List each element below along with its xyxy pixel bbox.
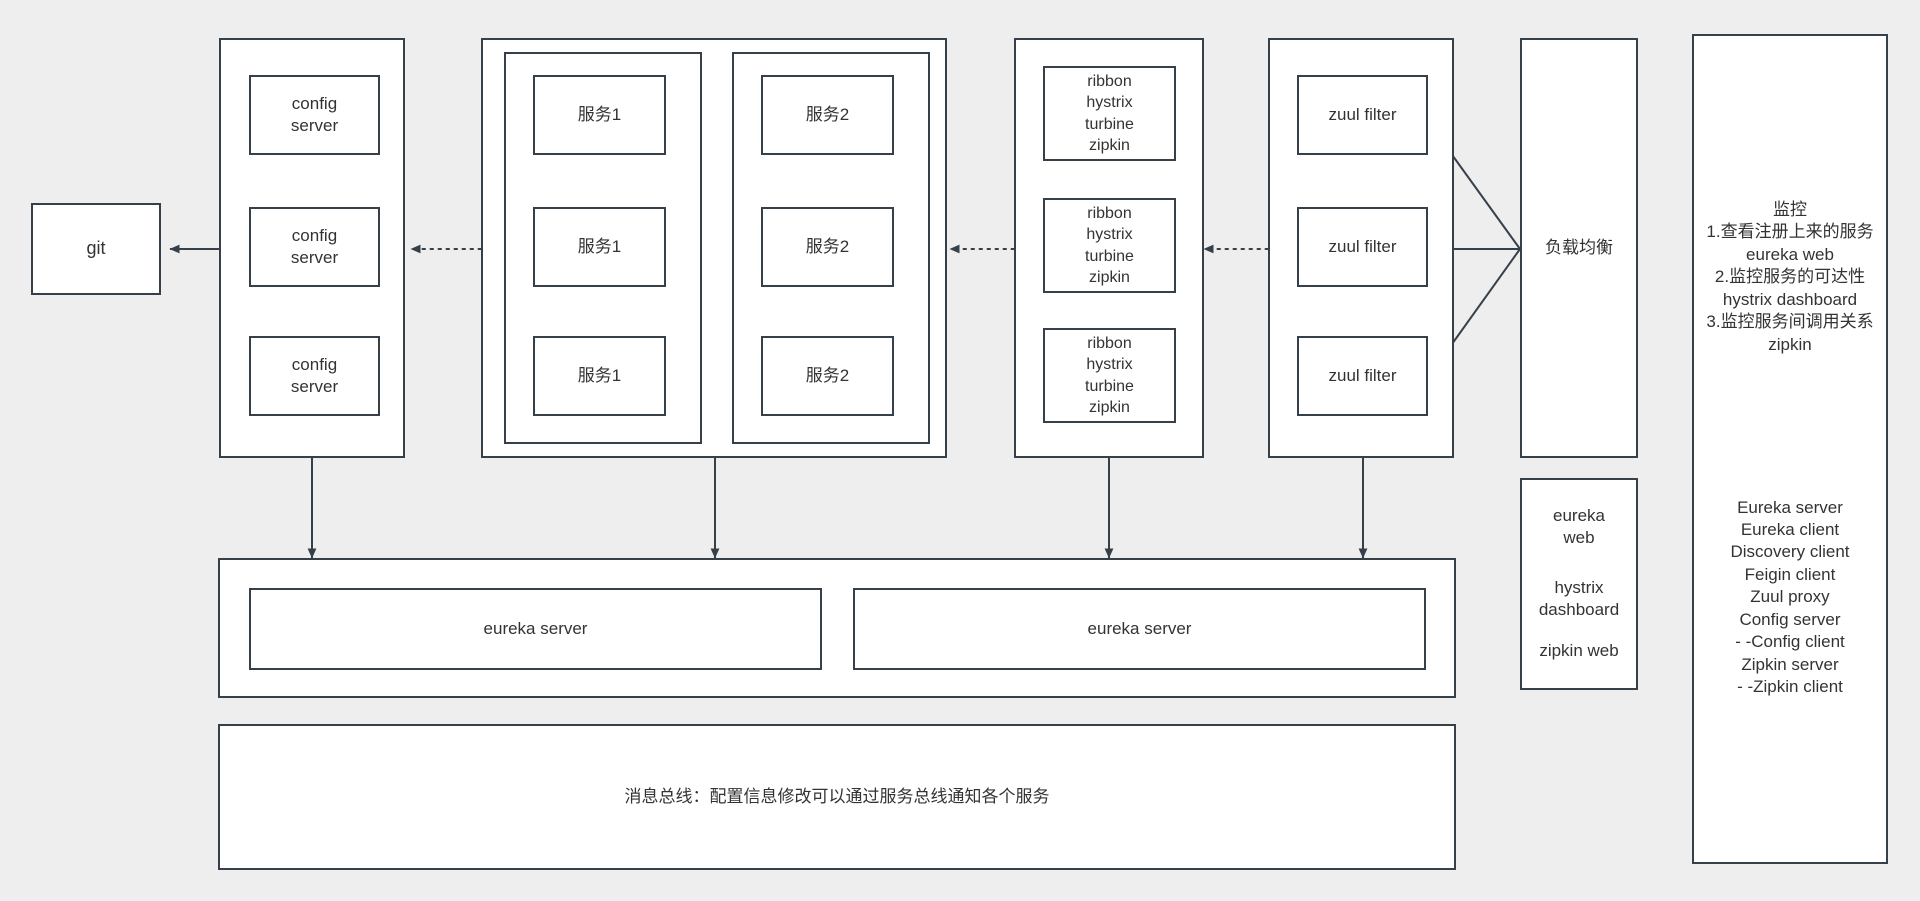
eureka-web-label[interactable]: eureka web [1553, 505, 1605, 547]
service-1-node[interactable]: 服务1 [533, 75, 666, 155]
eureka-server-node[interactable]: eureka server [249, 588, 822, 670]
ribbon-stack-node[interactable]: ribbon hystrix turbine zipkin [1043, 198, 1176, 293]
web-consoles-panel [1520, 478, 1638, 690]
zuul-filter-node[interactable]: zuul filter [1297, 207, 1428, 287]
load-balancer-node[interactable]: 负载均衡 [1520, 38, 1638, 458]
git-node[interactable]: git [31, 203, 161, 295]
message-bus-node[interactable]: 消息总线：配置信息修改可以通过服务总线通知各个服务 [218, 724, 1456, 870]
service-2-node[interactable]: 服务2 [761, 207, 894, 287]
service-1-node[interactable]: 服务1 [533, 207, 666, 287]
zipkin-web-label[interactable]: zipkin web [1539, 640, 1619, 660]
zuul-filter-node[interactable]: zuul filter [1297, 336, 1428, 416]
hystrix-dashboard-label[interactable]: hystrix dashboard [1538, 577, 1620, 619]
config-server-node[interactable]: config server [249, 336, 380, 416]
service-2-node[interactable]: 服务2 [761, 75, 894, 155]
zuul-filter-node[interactable]: zuul filter [1297, 75, 1428, 155]
component-list: Eureka server Eureka client Discovery cl… [1730, 497, 1850, 697]
ribbon-stack-node[interactable]: ribbon hystrix turbine zipkin [1043, 66, 1176, 161]
ribbon-stack-node[interactable]: ribbon hystrix turbine zipkin [1043, 328, 1176, 423]
config-server-node[interactable]: config server [249, 75, 380, 155]
monitoring-description: 监控 1.查看注册上来的服务 eureka web 2.监控服务的可达性 hys… [1706, 199, 1874, 354]
monitoring-panel [1692, 34, 1888, 864]
config-server-node[interactable]: config server [249, 207, 380, 287]
eureka-server-node[interactable]: eureka server [853, 588, 1426, 670]
service-1-node[interactable]: 服务1 [533, 336, 666, 416]
service-2-node[interactable]: 服务2 [761, 336, 894, 416]
